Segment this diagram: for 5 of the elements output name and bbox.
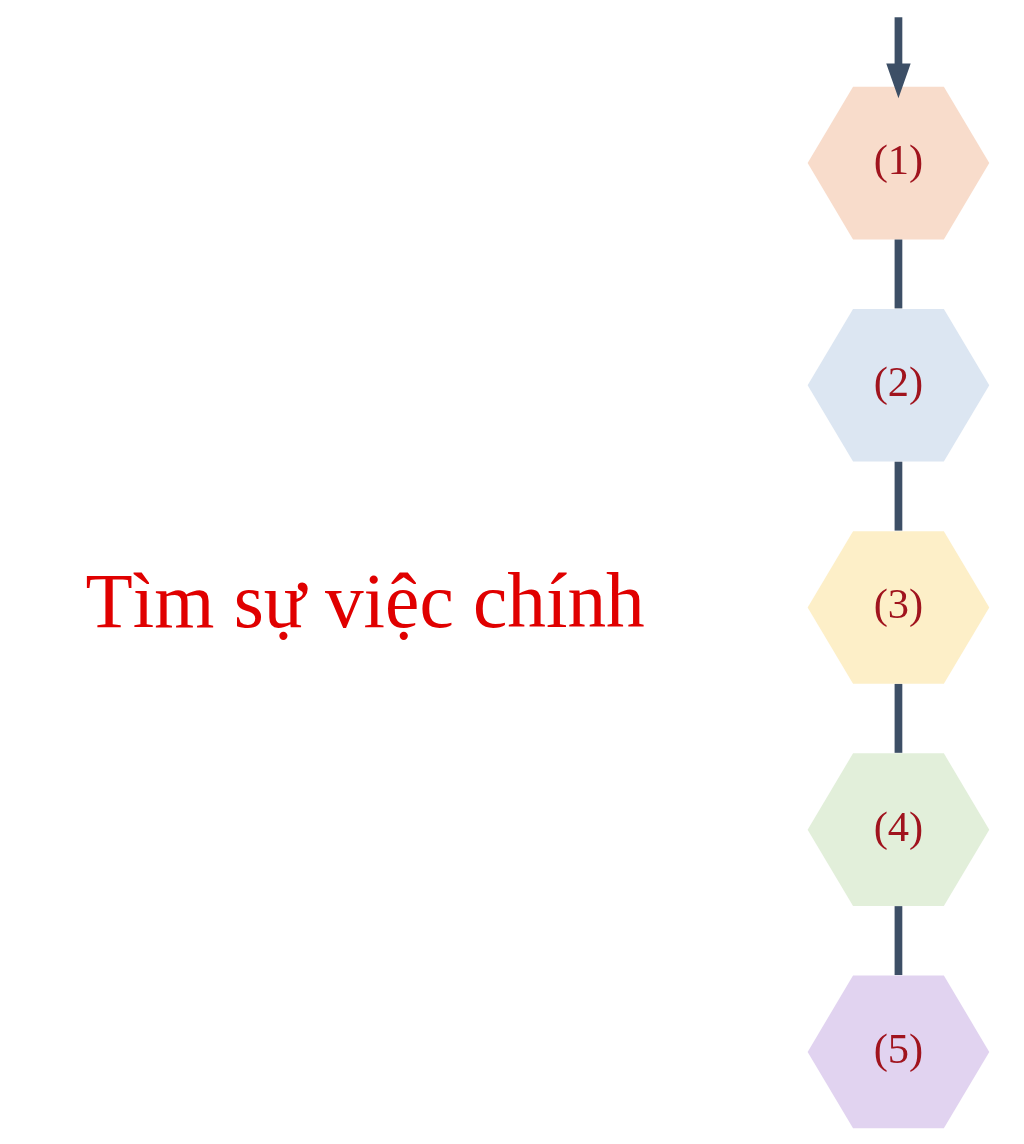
label: Tìm sự việc chính — [85, 557, 645, 644]
connector — [894, 906, 903, 976]
connector — [894, 683, 903, 753]
connector — [894, 461, 903, 531]
connector — [894, 239, 903, 309]
